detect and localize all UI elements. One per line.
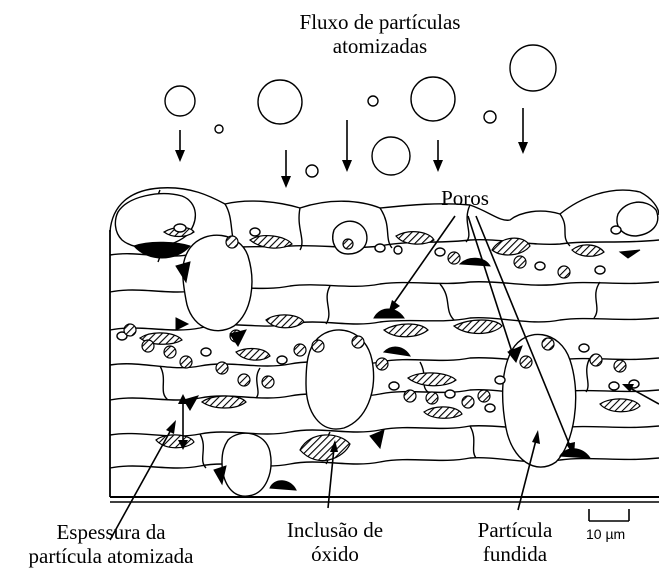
fused-label-line1: Partícula xyxy=(450,518,580,542)
particle xyxy=(510,45,556,91)
splat xyxy=(115,194,195,248)
particle xyxy=(372,137,410,175)
thickness-label-line1: Espessura da xyxy=(6,520,216,544)
splat xyxy=(222,433,271,496)
atomized-particles xyxy=(165,45,556,177)
fused-label: Partícula fundida xyxy=(450,518,580,566)
scale-label: 10 µm xyxy=(586,526,625,542)
flux-label: Fluxo de partículas atomizadas xyxy=(250,10,510,58)
particle xyxy=(484,111,496,123)
splat xyxy=(617,202,658,236)
particle xyxy=(215,125,223,133)
fused-label-line2: fundida xyxy=(450,542,580,566)
pores-label: Poros xyxy=(420,186,510,210)
splat xyxy=(183,235,252,330)
flow-arrows xyxy=(175,108,528,188)
particle xyxy=(258,80,302,124)
coating-layers xyxy=(110,188,659,502)
thickness-label-line2: partícula atomizada xyxy=(6,544,216,568)
oxide-label-line1: Inclusão de xyxy=(260,518,410,542)
flux-label-line1: Fluxo de partículas xyxy=(250,10,510,34)
particle xyxy=(368,96,378,106)
particle xyxy=(306,165,318,177)
oxide-label-line2: óxido xyxy=(260,542,410,566)
flux-label-line2: atomizadas xyxy=(250,34,510,58)
particle xyxy=(165,86,195,116)
thickness-label: Espessura da partícula atomizada xyxy=(6,520,216,568)
scale-bar xyxy=(589,509,629,521)
particle xyxy=(411,77,455,121)
oxide-label: Inclusão de óxido xyxy=(260,518,410,566)
